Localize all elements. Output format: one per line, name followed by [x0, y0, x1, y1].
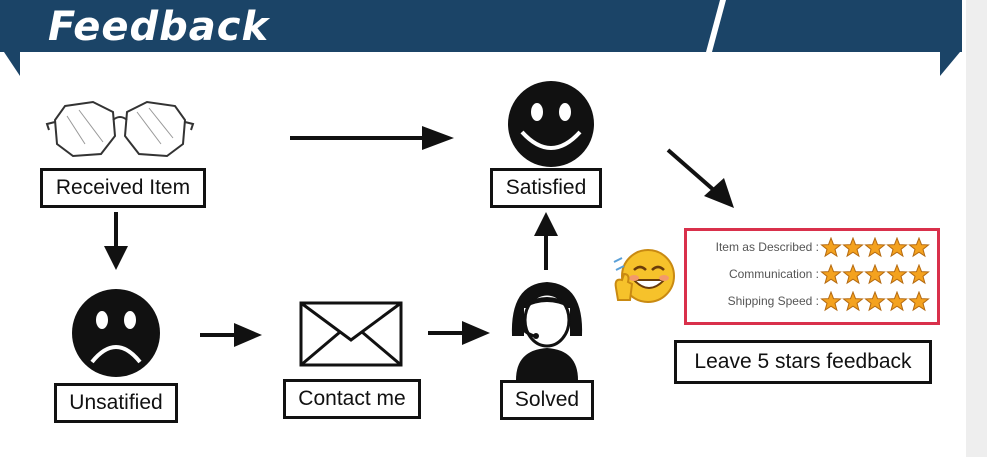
received-item-label: Received Item [40, 168, 206, 208]
rating-row-item-as-described: Item as Described : [687, 237, 937, 259]
rating-panel: Item as Described : Communication : Ship… [684, 228, 940, 325]
five-stars-icon [820, 291, 930, 312]
star-icon [820, 237, 842, 258]
glasses-icon [45, 100, 195, 158]
star-icon [864, 264, 886, 285]
page-right-strip [966, 0, 987, 457]
arrow-down-icon [104, 212, 128, 270]
support-agent-icon [511, 282, 583, 380]
star-icon [842, 291, 864, 312]
unsatisfied-label: Unsatified [54, 383, 178, 423]
rating-label: Shipping Speed : [727, 294, 819, 308]
rating-row-communication: Communication : [687, 264, 937, 286]
arrow-up-icon [534, 212, 558, 270]
sad-face-icon [72, 289, 160, 377]
satisfied-label: Satisfied [490, 168, 602, 208]
star-icon [820, 264, 842, 285]
happy-face-icon [508, 81, 594, 167]
arrow-down-right-icon [666, 148, 734, 208]
star-icon [820, 291, 842, 312]
rating-label: Item as Described : [715, 240, 819, 254]
star-icon [886, 291, 908, 312]
star-icon [886, 237, 908, 258]
arrow-right-icon [200, 323, 262, 347]
arrow-right-icon [428, 321, 490, 345]
header-banner [0, 0, 962, 76]
star-icon [908, 264, 930, 285]
rating-label: Communication : [728, 267, 819, 281]
five-stars-icon [820, 264, 930, 285]
contact-me-label: Contact me [283, 379, 421, 419]
star-icon [842, 237, 864, 258]
page-title: Feedback [48, 4, 270, 50]
five-stars-icon [820, 237, 930, 258]
star-icon [864, 291, 886, 312]
star-icon [864, 237, 886, 258]
wink-thumbs-up-emoji-icon [613, 249, 675, 303]
leave-feedback-label: Leave 5 stars feedback [674, 340, 932, 384]
envelope-icon [299, 301, 403, 367]
solved-label: Solved [500, 380, 594, 420]
star-icon [842, 264, 864, 285]
star-icon [886, 264, 908, 285]
star-icon [908, 237, 930, 258]
rating-row-shipping-speed: Shipping Speed : [687, 291, 937, 313]
arrow-right-icon [290, 126, 454, 150]
star-icon [908, 291, 930, 312]
